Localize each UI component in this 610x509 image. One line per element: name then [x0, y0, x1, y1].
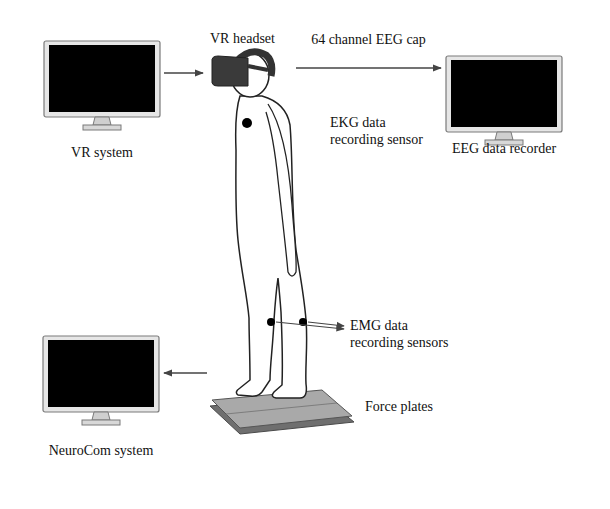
node-label: Force plates [365, 399, 433, 416]
ekg-sensor [242, 118, 252, 128]
monitor-base [83, 125, 121, 130]
node-label: VR system [41, 145, 163, 162]
body-outline [236, 96, 307, 398]
monitor-neck [92, 412, 110, 420]
monitor-screen [48, 340, 154, 407]
monitor-neck [495, 132, 513, 140]
monitor-neck [93, 117, 111, 125]
node-label: NeuroCom system [40, 443, 162, 460]
monitor-screen [49, 45, 155, 112]
arm-outline [266, 104, 296, 276]
leader-line [308, 322, 344, 326]
monitor-bezel [43, 336, 159, 412]
edge-label: 64 channel EEG cap [309, 32, 428, 49]
arrow-connector [164, 72, 203, 73]
sensor-label: EMG data recording sensors [350, 318, 464, 352]
label-node: VR headset [205, 28, 295, 88]
emg-sensor [267, 318, 275, 326]
monitor-bezel [446, 56, 562, 132]
label-node: Force plates [208, 365, 448, 437]
node-label: VR headset [210, 31, 275, 48]
arrow-connector [164, 372, 207, 373]
monitor-icon [42, 335, 160, 427]
monitor-screen [451, 60, 557, 127]
headset-strap [248, 66, 268, 70]
monitor-node: EEG data recorder [443, 55, 565, 162]
node-label: EEG data recorder [443, 141, 565, 158]
monitor-icon [43, 40, 161, 132]
leader-line [276, 322, 344, 329]
monitor-node: VR system [41, 40, 163, 166]
sensor-label: EKG data recording sensor [330, 115, 438, 149]
plate-seam [226, 403, 337, 414]
vr-headset [212, 56, 248, 86]
monitor-node: NeuroCom system [40, 335, 162, 464]
monitor-base [82, 420, 120, 425]
arrow-connector [296, 67, 441, 68]
monitor-bezel [44, 41, 160, 117]
monitor-icon [445, 55, 563, 147]
